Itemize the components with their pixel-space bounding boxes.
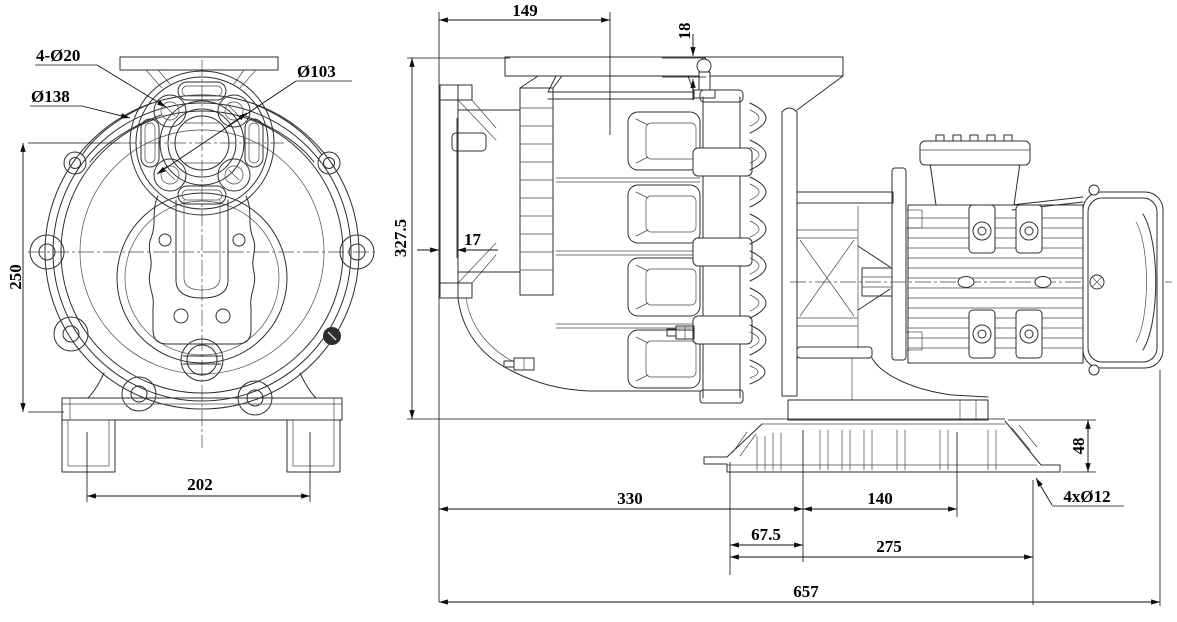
side-view xyxy=(407,56,1172,473)
drain-cap xyxy=(180,338,224,382)
dim-overall-length: 657 xyxy=(793,582,819,601)
motor-vent-slot xyxy=(1034,276,1052,288)
casing-rings xyxy=(44,94,360,410)
label-bolt-holes-group: 4-Ø20 xyxy=(35,46,167,108)
volute-scroll-fins xyxy=(749,102,767,385)
fan-cover xyxy=(1082,184,1164,376)
top-mount-plate xyxy=(119,56,279,71)
bearing-bracket xyxy=(148,195,256,345)
side-dimensions: 149 18 327.5 17 330 140 67.5 275 657 xyxy=(391,1,1161,606)
right-foot xyxy=(286,419,341,473)
label-port-diameter: Ø103 xyxy=(297,62,336,81)
clamp-bolt xyxy=(666,325,695,340)
front-dimensions: 250 202 4-Ø20 Ø138 Ø103 xyxy=(6,46,352,502)
label-flange-diameter: Ø138 xyxy=(31,87,70,106)
air-relief-valve xyxy=(693,58,716,99)
dim-base-hole-span: 275 xyxy=(876,537,902,556)
lid-plate xyxy=(504,56,844,77)
label-base-holes-group: 4xØ12 xyxy=(1035,477,1124,507)
label-bolt-holes: 4-Ø20 xyxy=(36,46,80,65)
suction-flange xyxy=(119,56,279,216)
motor-vent-slot xyxy=(957,276,975,288)
dim-base-offset: 67.5 xyxy=(751,525,781,544)
dim-front-span: 330 xyxy=(617,489,643,508)
clamp-bar xyxy=(666,89,753,404)
center-port xyxy=(159,100,245,186)
cover-screw xyxy=(1088,364,1100,376)
dim-rear-foot-span: 140 xyxy=(867,489,893,508)
dim-foot-spacing: 202 xyxy=(187,475,213,494)
pedestal-base xyxy=(407,418,1061,473)
cover-screw xyxy=(1088,184,1100,196)
motor xyxy=(891,134,1164,376)
strainer-pot xyxy=(457,56,844,392)
front-view xyxy=(28,56,376,473)
dim-flange-thickness: 17 xyxy=(464,230,482,249)
motor-flange xyxy=(891,167,907,361)
left-foot xyxy=(61,419,116,473)
dim-lid-lip: 18 xyxy=(675,23,694,40)
inlet-flange xyxy=(439,84,521,299)
flange-slots xyxy=(140,81,264,205)
pot-drain-plug xyxy=(503,357,535,371)
flange-bolt-holes xyxy=(153,94,251,192)
pump-bracket xyxy=(781,75,989,421)
dim-overall-height: 327.5 xyxy=(391,219,410,257)
motor-straps xyxy=(968,204,1043,359)
label-port-diameter-group: Ø103 xyxy=(156,62,352,175)
dim-lid-length: 149 xyxy=(512,1,538,20)
dim-front-height: 250 xyxy=(6,264,25,290)
front-base xyxy=(61,372,343,473)
terminal-box xyxy=(919,134,1031,206)
motor-stand xyxy=(787,399,989,421)
label-flange-diameter-group: Ø138 xyxy=(30,87,131,119)
volute-bosses xyxy=(555,111,701,389)
label-base-holes: 4xØ12 xyxy=(1063,487,1110,506)
dim-base-height: 48 xyxy=(1069,438,1088,455)
